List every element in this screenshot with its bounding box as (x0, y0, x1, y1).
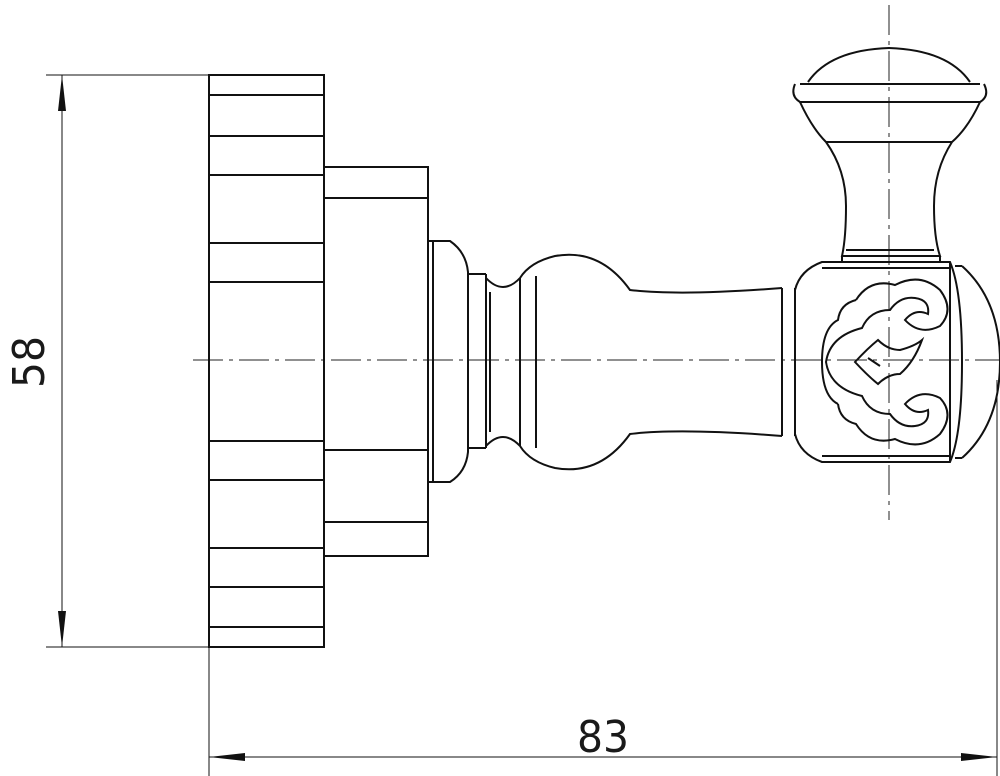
hook-stem (428, 240, 796, 483)
height-label: 58 (4, 336, 55, 388)
length-dimension (208, 380, 998, 776)
ornament (820, 278, 949, 446)
length-label: 83 (577, 712, 629, 763)
top-knob (792, 46, 988, 262)
base-flange (208, 74, 325, 648)
hook-head (794, 261, 1000, 463)
height-dimension (46, 74, 209, 648)
collar (323, 166, 429, 557)
